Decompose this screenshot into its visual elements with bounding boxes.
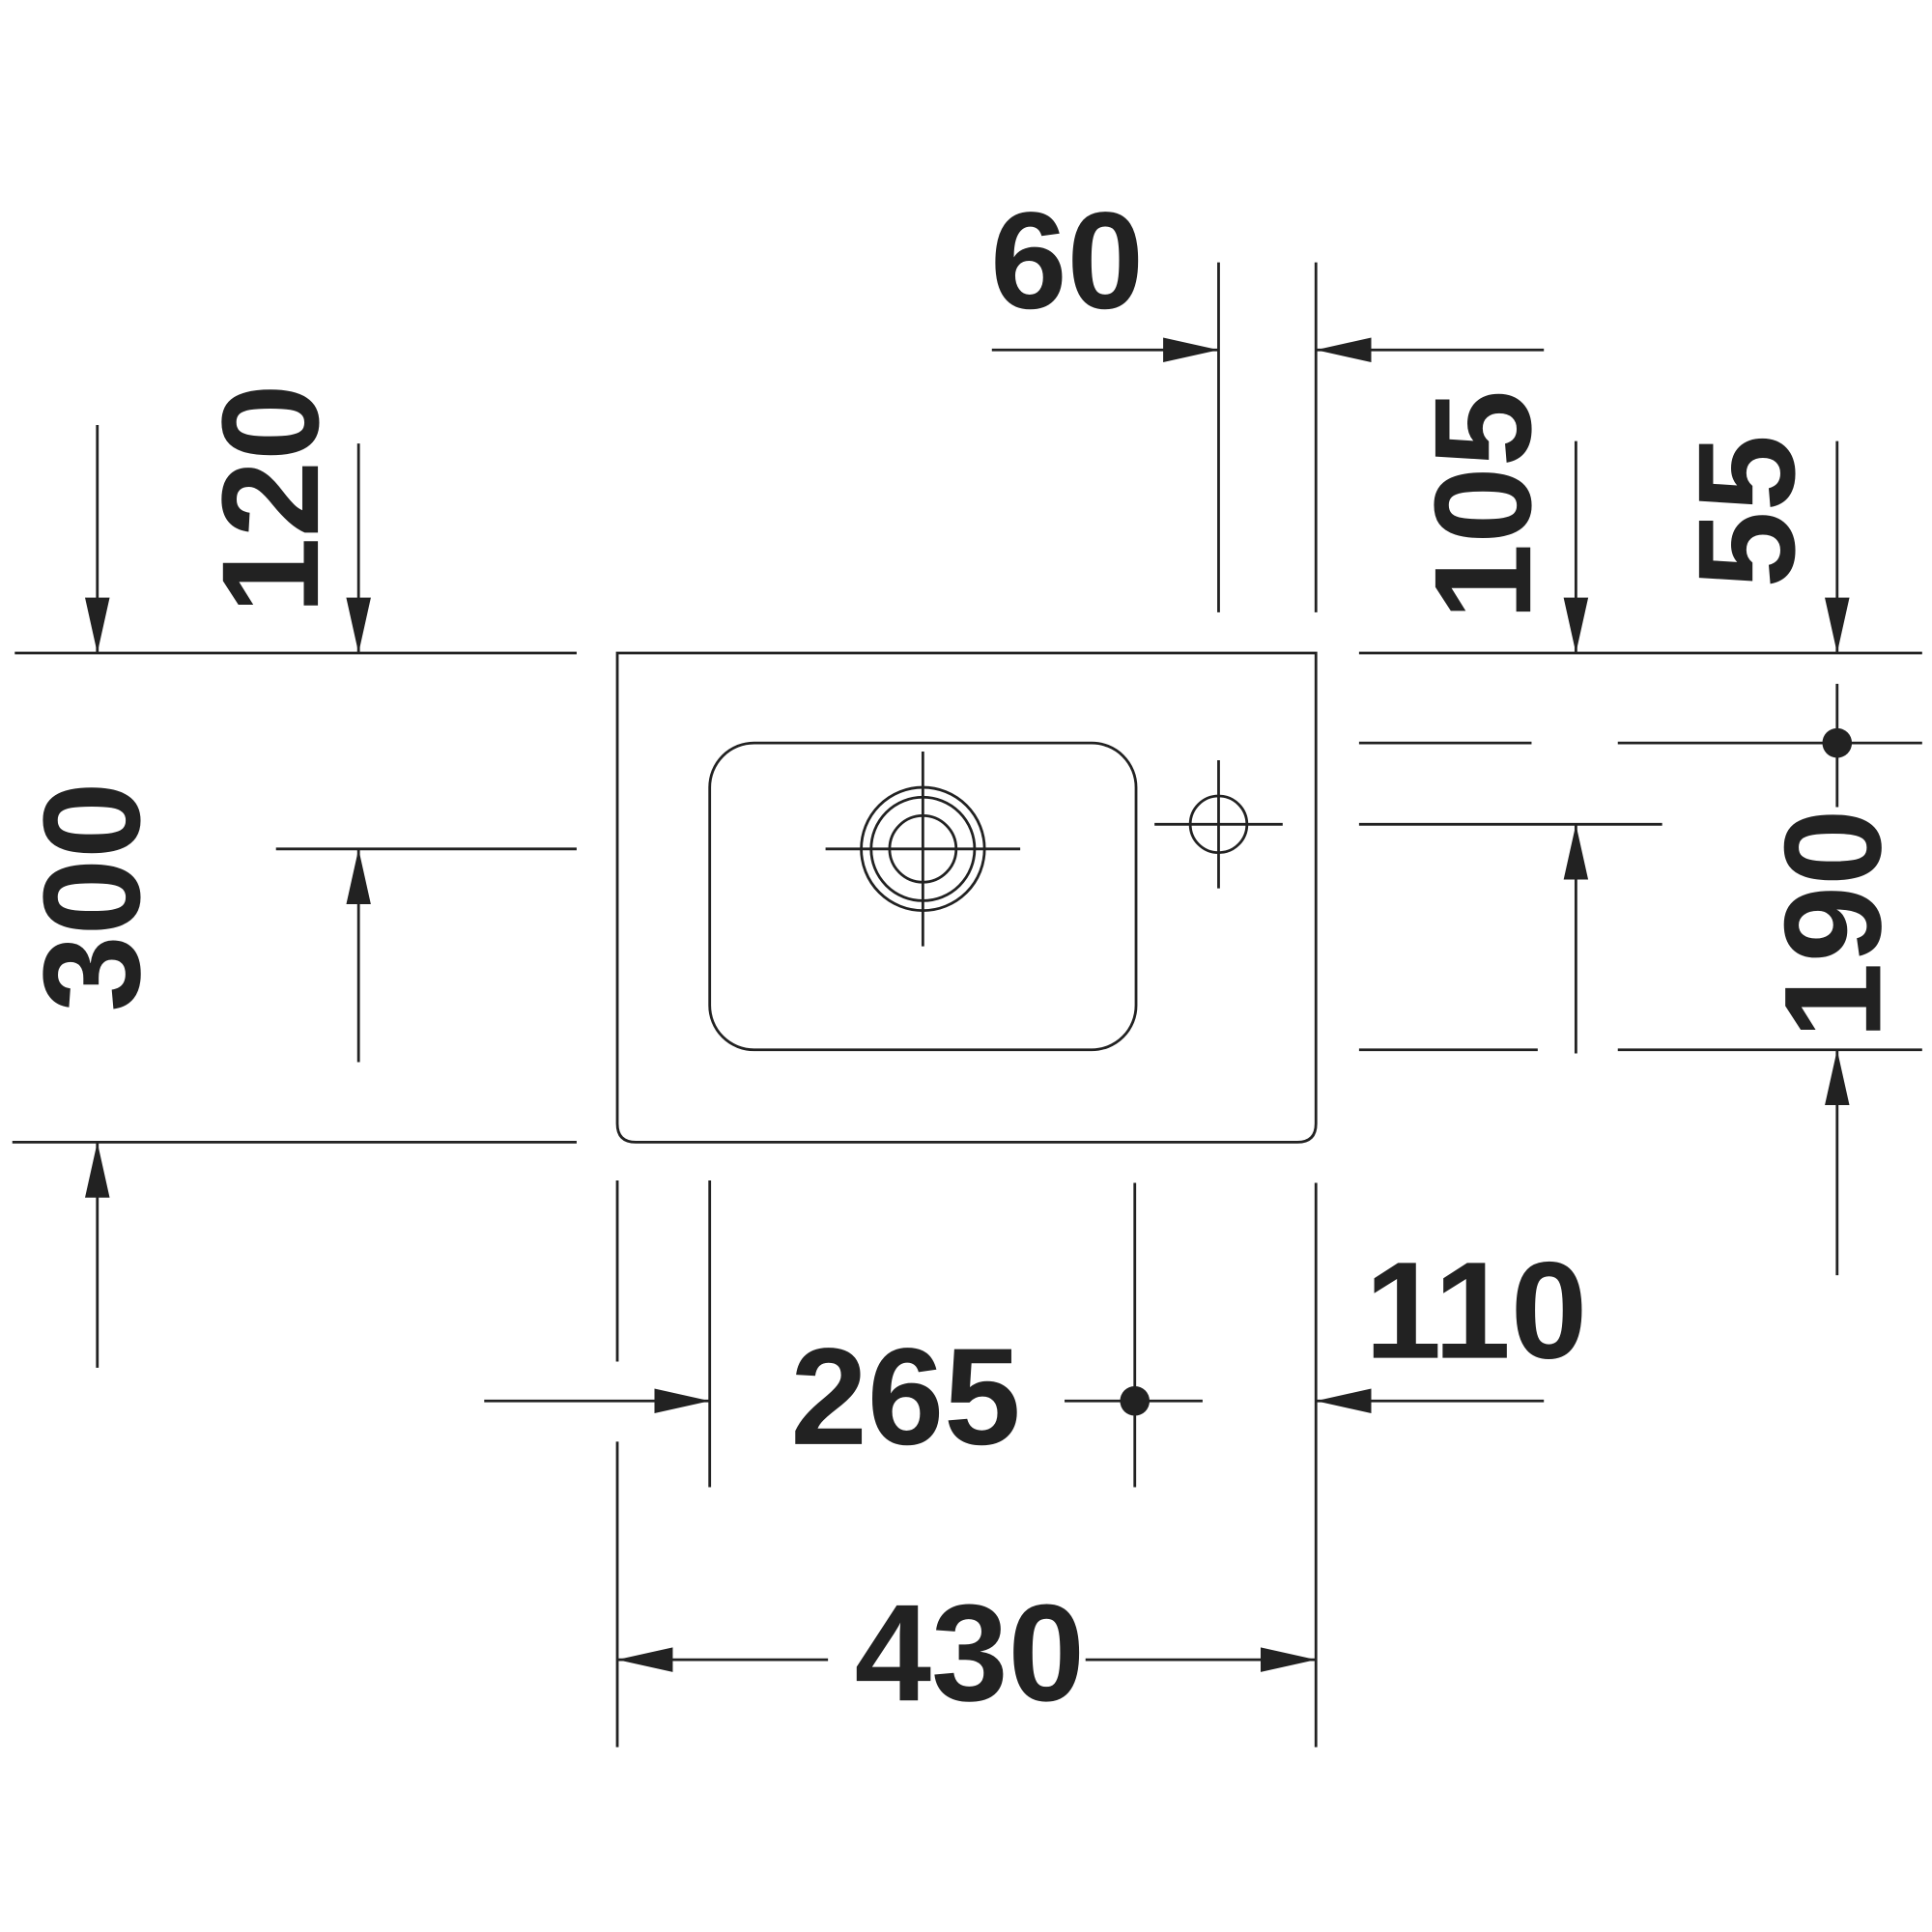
dim-label-120: 120 — [194, 384, 348, 613]
tap-hole-icon — [1154, 759, 1283, 889]
basin-bowl — [708, 741, 1138, 1052]
dim-label-265: 265 — [790, 1321, 1020, 1474]
fixing-point-marker — [1822, 727, 1853, 758]
dim-label-105: 105 — [1406, 390, 1560, 620]
dim-label-110: 110 — [1365, 1235, 1587, 1388]
fixing-point-marker — [1120, 1385, 1151, 1416]
dim-label-300: 300 — [15, 781, 169, 1011]
dim-label-60: 60 — [990, 185, 1144, 338]
basin-outer-edge — [615, 651, 1318, 1144]
dim-label-55: 55 — [1670, 435, 1824, 588]
drain-icon — [825, 752, 1021, 947]
dimension-arrows — [85, 337, 1850, 1672]
basin-outline — [615, 651, 1318, 1144]
dim-label-430: 430 — [855, 1577, 1085, 1730]
dim-label-190: 190 — [1756, 809, 1910, 1038]
